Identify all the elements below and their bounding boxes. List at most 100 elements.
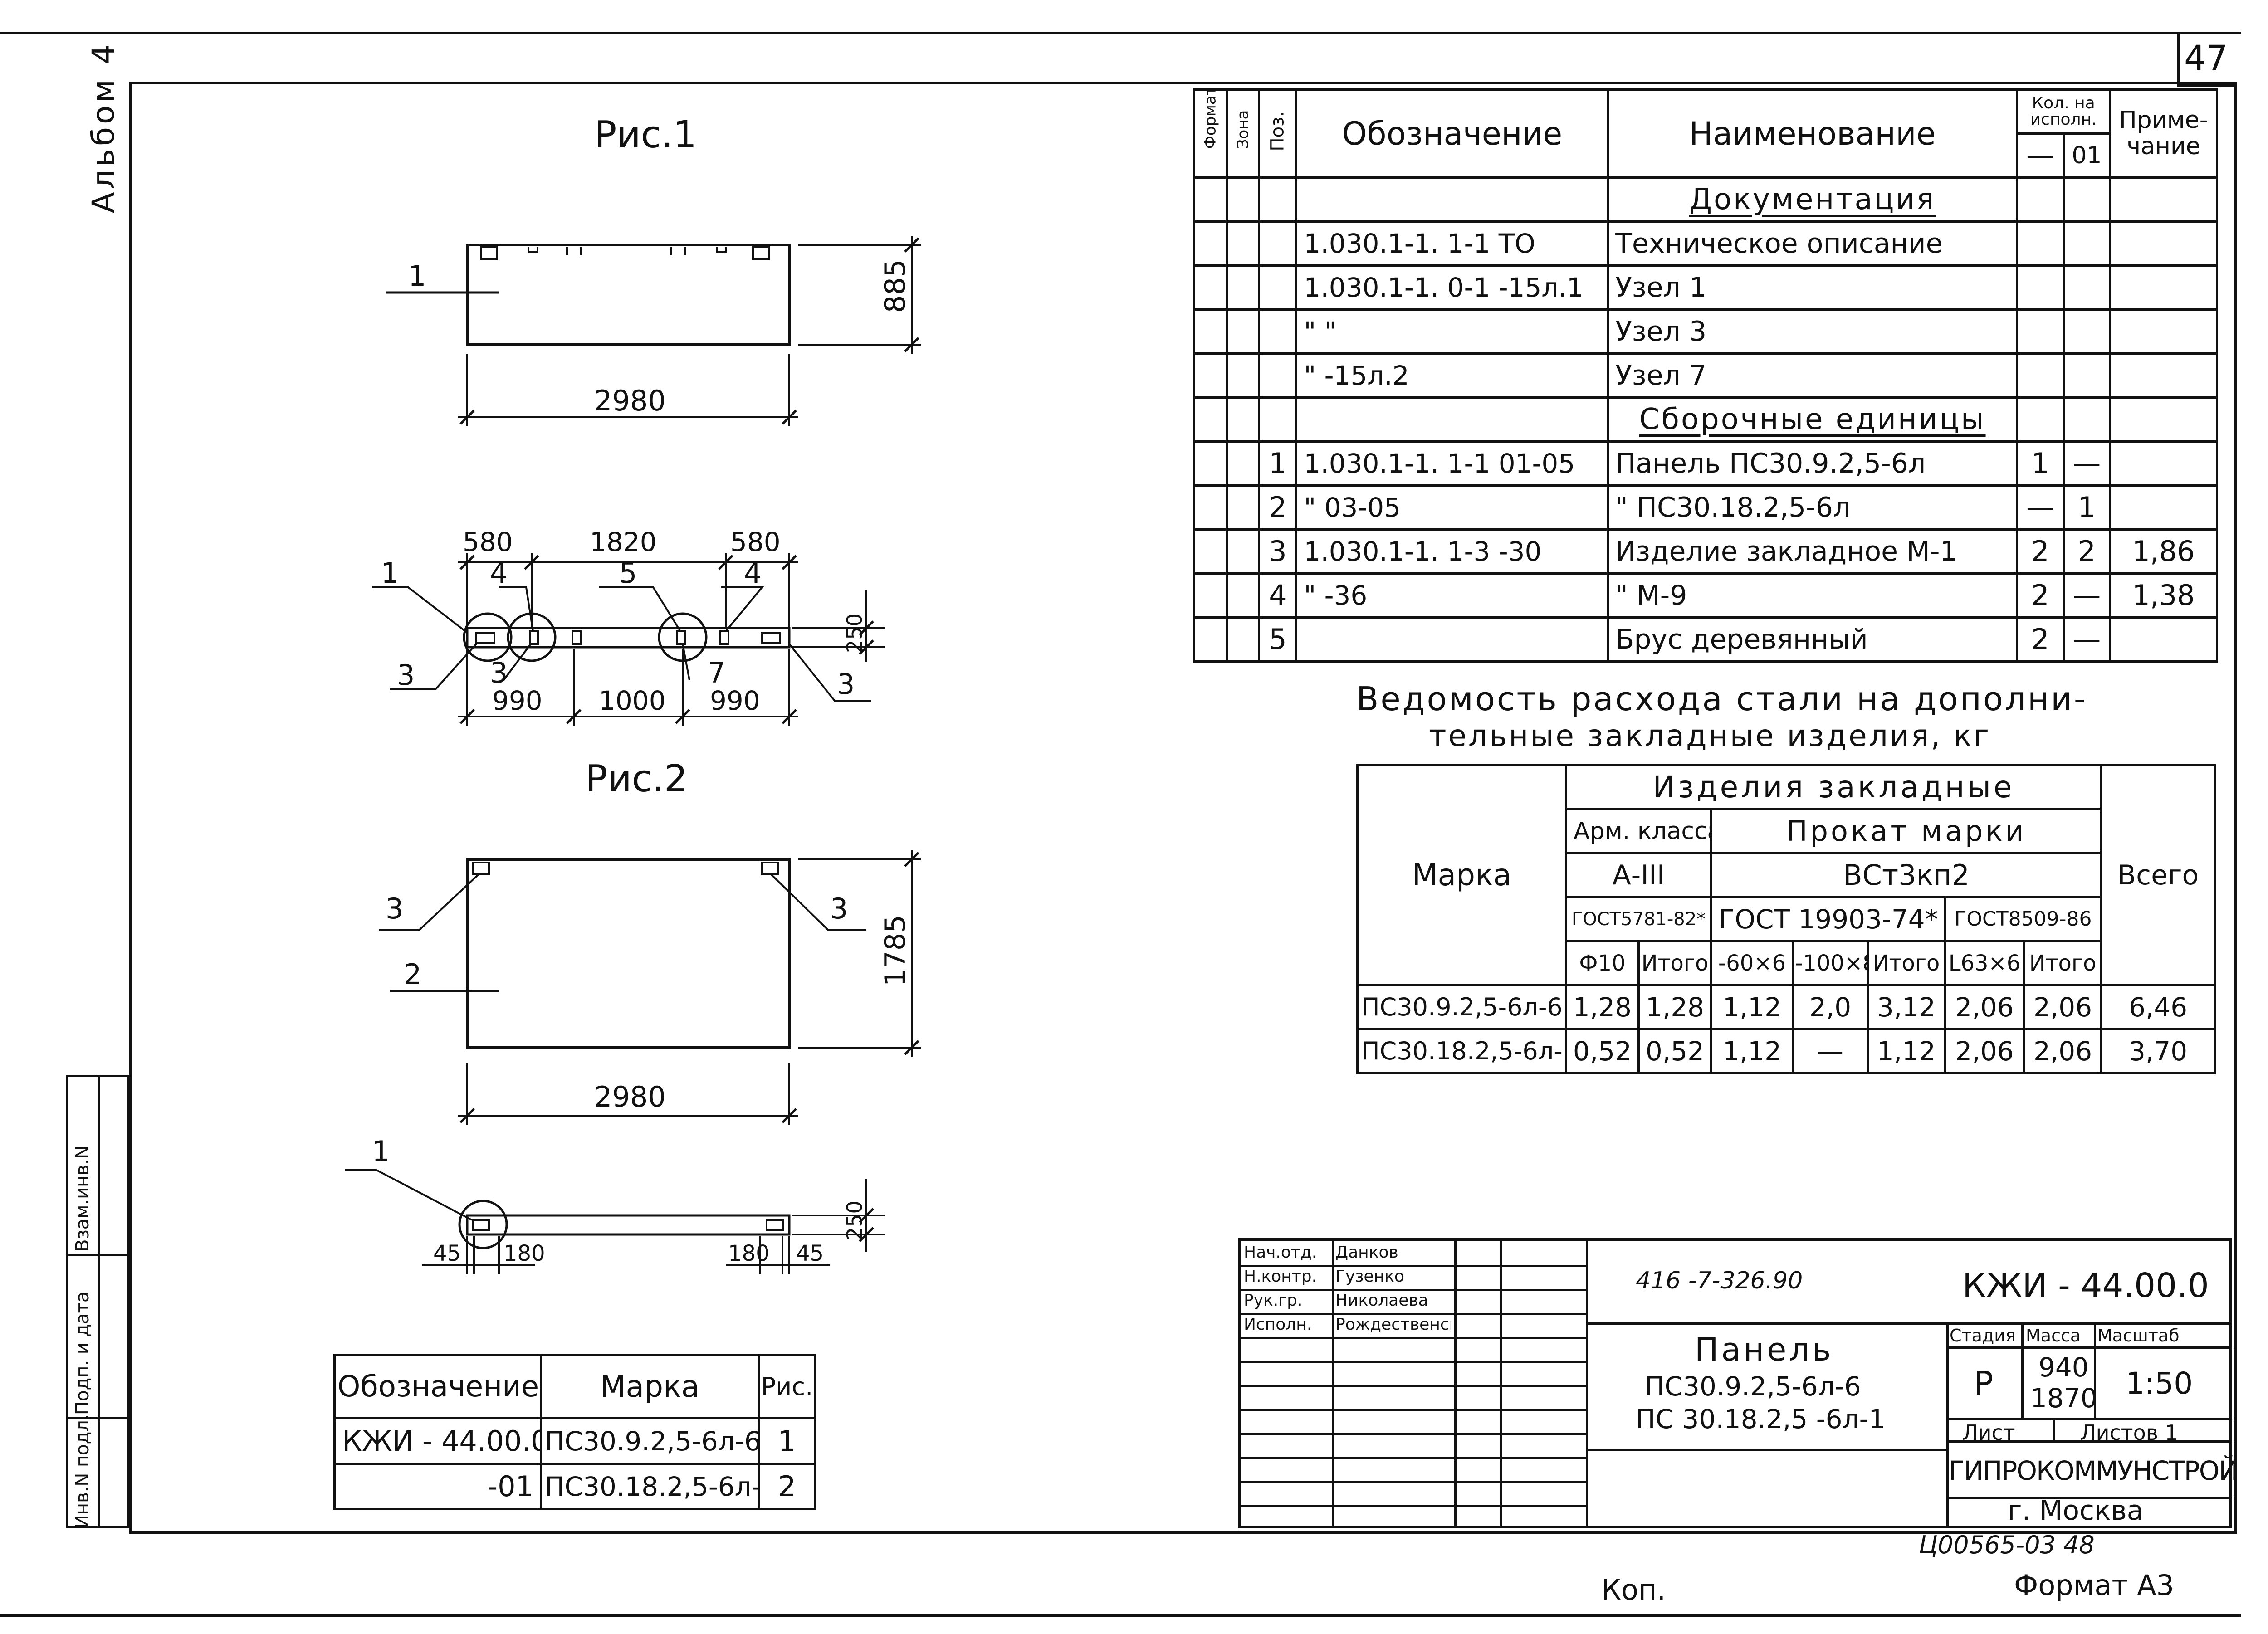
spec-cell-note — [2109, 484, 2218, 531]
spec-header-qty: Кол. на исполн. — [2016, 88, 2112, 135]
spec-cell-zone — [1225, 440, 1261, 487]
spec-cell-pos — [1258, 396, 1298, 443]
spec-cell-format — [1193, 484, 1228, 531]
spec-cell-designation: " 03-05 — [1295, 484, 1609, 531]
spec-cell-qty-a — [2016, 352, 2065, 399]
spec-cell-designation — [1295, 396, 1609, 443]
fig1-sec-callout-5: 5 — [619, 556, 637, 590]
spec-cell-note — [2109, 308, 2218, 355]
spec-cell-qty-b — [2062, 352, 2112, 399]
spec-cell-pos — [1258, 176, 1298, 223]
spec-cell-format — [1193, 396, 1228, 443]
spec-header-format: Формат — [1201, 89, 1220, 149]
tb-item-line1: ПС30.9.2,5-6л-6 — [1645, 1371, 1861, 1402]
steel-col-header: Ф10 — [1565, 940, 1640, 986]
spec-cell-pos — [1258, 220, 1298, 267]
fig2-section-outline — [466, 1214, 791, 1236]
tb-staff-name: Гузенко — [1335, 1268, 1404, 1285]
spec-cell-format — [1193, 440, 1228, 487]
side-stamp: Инв.N подл. Подп. и дата Взам.инв.N — [66, 1075, 129, 1528]
steel-h-vst: ВСт3кп2 — [1710, 852, 2103, 898]
tb-staff-role: Рук.гр. — [1244, 1291, 1303, 1310]
steel-cell-value: 0,52 — [1565, 1028, 1640, 1074]
spec-cell-qty-a — [2016, 308, 2065, 355]
spec-cell-note: 1,86 — [2109, 528, 2218, 575]
tb-scale-label: Масштаб — [2097, 1326, 2180, 1346]
marks-cell-marka: ПС30.9.2,5-6л-6 — [540, 1417, 760, 1465]
spec-cell-zone — [1225, 220, 1261, 267]
steel-cell-value: 2,06 — [2023, 984, 2103, 1030]
marks-cell-designation: КЖИ - 44.00.0 — [333, 1417, 542, 1465]
spec-cell-qty-b — [2062, 396, 2112, 443]
steel-cell-marka: ПС30.18.2,5-6л-1 — [1356, 1028, 1567, 1074]
steel-cell-value: 1,12 — [1710, 984, 1794, 1030]
tb-org: ГИПРОКОММУНСТРОЙ — [1949, 1455, 2239, 1486]
steel-col-header: Итого — [1867, 940, 1946, 986]
tb-staff-role: Н.контр. — [1244, 1267, 1317, 1286]
steel-cell-value: 3,12 — [1867, 984, 1946, 1030]
steel-col-header: Итого — [1637, 940, 1712, 986]
marks-h-fig: Рис. — [758, 1354, 816, 1419]
spec-cell-name: Узел 7 — [1607, 352, 2019, 399]
marks-cell-designation: -01 — [333, 1463, 542, 1510]
spec-cell-qty-a: 1 — [2016, 440, 2065, 487]
tb-project-code: 416 -7-326.90 — [1636, 1267, 1803, 1294]
spec-cell-name: " ПС30.18.2,5-6л — [1607, 484, 2019, 531]
steel-h-gost2: ГОСТ 19903-74* — [1710, 896, 1946, 942]
fig1-sec-callout-7: 7 — [708, 656, 725, 689]
footer-copied: Коп. — [1601, 1573, 1666, 1606]
steel-cell-value: 6,46 — [2100, 984, 2216, 1030]
marks-h-designation: Обозначение — [333, 1354, 542, 1419]
spec-cell-qty-b — [2062, 308, 2112, 355]
spec-cell-pos — [1258, 352, 1298, 399]
steel-col-header: -100×8 — [1792, 940, 1869, 986]
title-block-rule — [1241, 1433, 1586, 1435]
fig1-height-dim: 885 — [879, 259, 912, 313]
spec-cell-pos — [1258, 308, 1298, 355]
spec-row: Документация — [1193, 176, 2218, 223]
fig2-sec-dim-180-right: 180 — [728, 1241, 770, 1266]
spec-cell-qty-a — [2016, 176, 2065, 223]
spec-cell-designation: 1.030.1-1. 1-1 ТО — [1295, 220, 1609, 267]
spec-cell-qty-b — [2062, 220, 2112, 267]
fig2-caption: Рис.2 — [585, 757, 688, 800]
spec-header-designation: Обозначение — [1295, 88, 1609, 179]
title-block-rule — [1241, 1337, 1586, 1339]
bottom-trim-line — [0, 1614, 2241, 1617]
spec-cell-name: Панель ПС30.9.2,5-6л — [1607, 440, 2019, 487]
fig1-sec-dim-bot-2: 1000 — [599, 685, 666, 716]
fig2-sec-callout-1: 1 — [372, 1135, 390, 1168]
spec-cell-format — [1193, 528, 1228, 575]
fig1-sec-dim-top-3: 580 — [730, 527, 781, 557]
spec-cell-note — [2109, 176, 2218, 223]
spec-cell-name: Брус деревянный — [1607, 616, 2019, 663]
spec-cell-name: Сборочные единицы — [1607, 396, 2019, 443]
steel-cell-value: 1,12 — [1867, 1028, 1946, 1074]
spec-row: Сборочные единицы — [1193, 396, 2218, 443]
spec-cell-qty-b: — — [2062, 440, 2112, 487]
steel-h-a3: А-III — [1565, 852, 1712, 898]
fig2-callout-2: 2 — [404, 958, 421, 991]
spec-cell-format — [1193, 308, 1228, 355]
fig2-sec-dim-180-left: 180 — [503, 1241, 545, 1266]
marks-cell-fig: 2 — [758, 1463, 816, 1510]
spec-cell-pos: 5 — [1258, 616, 1298, 663]
spec-cell-zone — [1225, 352, 1261, 399]
tb-stage-label: Стадия — [1950, 1326, 2016, 1346]
spec-cell-pos: 1 — [1258, 440, 1298, 487]
spec-cell-note — [2109, 352, 2218, 399]
spec-cell-format — [1193, 572, 1228, 619]
title-block-rule — [1241, 1457, 1586, 1459]
spec-header-zone: Зона — [1234, 110, 1252, 149]
steel-cell-value: 3,70 — [2100, 1028, 2216, 1074]
spec-header-qty-a: — — [2016, 132, 2065, 179]
spec-header-pos: Поз. — [1267, 111, 1288, 151]
title-block-rule — [1241, 1385, 1586, 1387]
spec-cell-name: Документация — [1607, 176, 2019, 223]
spec-cell-zone — [1225, 528, 1261, 575]
spec-cell-designation: 1.030.1-1. 1-1 01-05 — [1295, 440, 1609, 487]
tb-sheets-label: Листов 1 — [2080, 1420, 2178, 1445]
fig1-sec-callout-4b: 4 — [744, 556, 762, 590]
